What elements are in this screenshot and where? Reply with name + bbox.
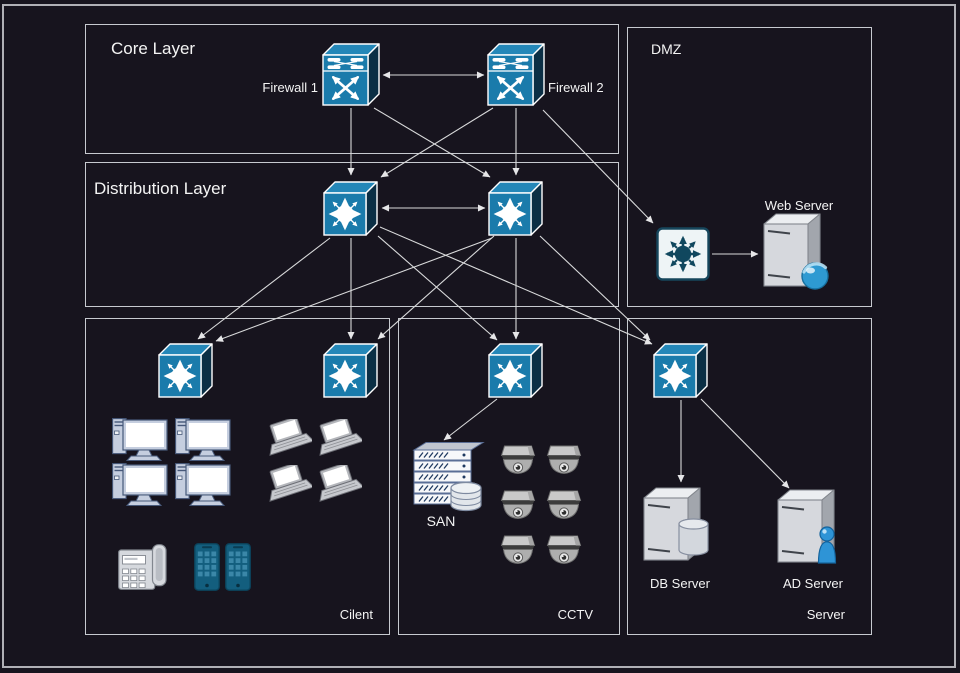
cctv-region-label: CCTV [557,607,593,622]
dmz-title: DMZ [651,41,682,57]
desk-phone-icon [118,544,168,590]
laptop-icon [266,465,312,505]
laptop-icon [316,419,362,459]
client-region-label: Cilent [339,607,373,622]
server-region-label: Server [806,607,845,622]
region-server: Server [627,318,872,635]
san-storage-icon [410,441,492,513]
dome-camera-icon [545,535,583,567]
firewall1-label: Firewall 1 [262,80,318,95]
ad-server-label: AD Server [783,576,843,591]
dome-camera-icon [499,535,537,567]
cctv-switch-icon [488,342,544,398]
desktop-pc-icon [112,418,168,462]
client-switch2-icon [323,342,379,398]
region-core-layer: Core Layer [85,24,619,154]
desktop-pc-icon [175,463,231,507]
distribution-layer-title: Distribution Layer [94,179,227,198]
client-switch1-icon [158,342,214,398]
firewall1-icon [322,40,380,106]
dome-camera-icon [545,490,583,522]
db-server-label: DB Server [650,576,710,591]
firewall2-icon [487,40,545,106]
san-label: SAN [426,513,456,529]
smartphone-icon [194,543,220,591]
dome-camera-icon [545,445,583,477]
dist-switch1-icon [323,180,379,236]
laptop-icon [266,419,312,459]
dome-camera-icon [499,445,537,477]
smartphone-icon [225,543,251,591]
desktop-pc-icon [175,418,231,462]
server-switch-icon [653,342,709,398]
core-layer-title: Core Layer [111,39,196,58]
dome-camera-icon [499,490,537,522]
laptop-icon [316,465,362,505]
ad-server-icon [776,488,837,564]
desktop-pc-icon [112,463,168,507]
web-server-label: Web Server [764,198,834,213]
firewall2-label: Firewall 2 [548,80,604,95]
dist-switch2-icon [488,180,544,236]
dmz-switch-icon [656,227,710,281]
db-server-icon [642,486,709,566]
web-server-icon [762,212,829,290]
